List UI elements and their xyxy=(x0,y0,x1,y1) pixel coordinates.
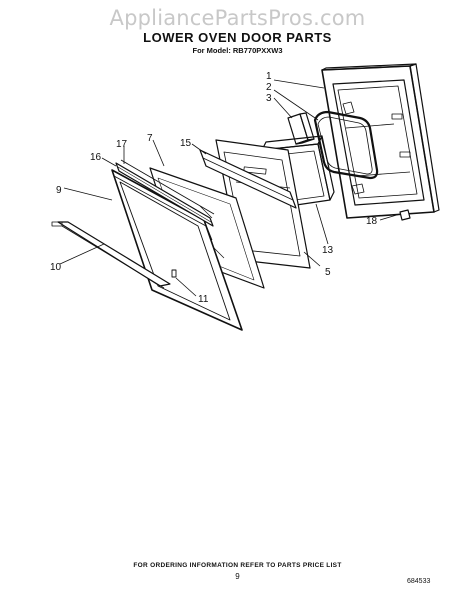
leader-10 xyxy=(59,243,105,265)
callout-18: 18 xyxy=(366,216,378,227)
callout-11: 11 xyxy=(198,294,209,305)
leader-16 xyxy=(101,157,117,167)
leader-9 xyxy=(63,187,113,201)
leader-7 xyxy=(152,139,165,167)
model-line: For Model: RB770PXXW3 xyxy=(192,46,283,55)
callout-15: 15 xyxy=(180,138,192,149)
clip xyxy=(399,209,411,221)
callout-16: 16 xyxy=(90,152,102,163)
callout-7: 7 xyxy=(147,133,153,144)
diagram-code: 684533 xyxy=(407,578,431,585)
callout-17: 17 xyxy=(116,139,128,150)
glass-retainer-strip xyxy=(199,149,297,209)
screw xyxy=(171,269,177,278)
leader-5 xyxy=(303,251,321,267)
leader-3 xyxy=(273,97,293,119)
leader-18 xyxy=(379,213,401,221)
leader-1 xyxy=(273,79,325,89)
callout-2: 2 xyxy=(266,82,272,93)
callout-5: 5 xyxy=(325,267,331,278)
page-title: LOWER OVEN DOOR PARTS xyxy=(143,30,332,45)
leader-13 xyxy=(315,203,329,245)
page-number: 9 xyxy=(235,572,240,581)
outer-door-panel xyxy=(321,63,440,219)
insulation-block xyxy=(287,112,315,145)
leader-2 xyxy=(273,89,319,121)
callout-3: 3 xyxy=(266,93,272,104)
callout-1: 1 xyxy=(266,71,272,82)
callout-10: 10 xyxy=(50,262,62,273)
watermark: AppliancePartsPros.com xyxy=(109,6,366,30)
door-handle xyxy=(51,221,171,289)
top-trim-strip xyxy=(115,159,215,227)
ordering-footer: FOR ORDERING INFORMATION REFER TO PARTS … xyxy=(133,562,342,569)
callout-9: 9 xyxy=(56,185,62,196)
leader-15 xyxy=(191,143,207,155)
callout-13: 13 xyxy=(322,245,334,256)
leader-11 xyxy=(175,277,197,297)
